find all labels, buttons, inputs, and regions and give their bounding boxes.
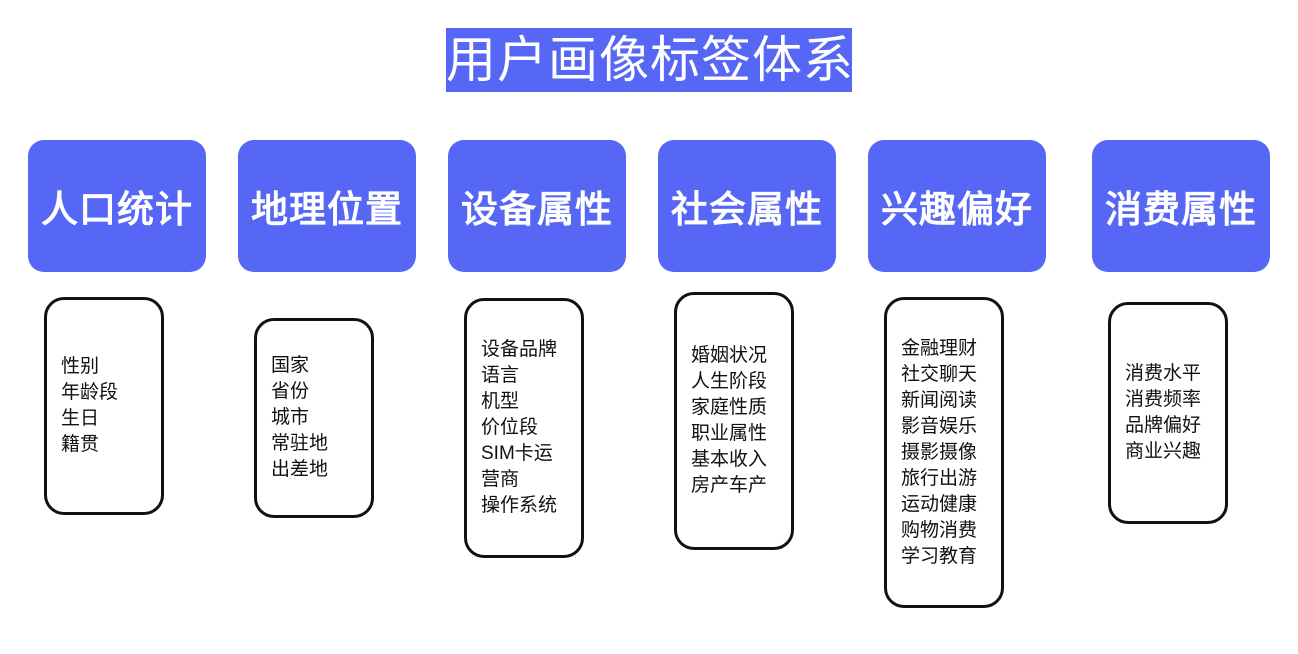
tag-card-5: 金融理财社交聊天新闻阅读影音娱乐摄影摄像旅行出游运动健康购物消费学习教育 (884, 297, 1004, 608)
tag-item[interactable]: 籍贯 (61, 434, 100, 455)
page-title: 用户画像标签体系 (446, 28, 853, 92)
tag-card-4: 婚姻状况人生阶段家庭性质职业属性基本收入房产车产 (674, 292, 794, 550)
tag-card-6: 消费水平消费频率品牌偏好商业兴趣 (1108, 302, 1228, 524)
category-column: 人口统计性别年龄段生日籍贯 (28, 140, 206, 515)
category-column: 设备属性设备品牌语言机型价位段 SIM卡运营商操作系统 (448, 140, 626, 558)
tag-item[interactable]: 操作系统 (481, 495, 558, 516)
category-column: 地理位置国家省份城市常驻地出差地 (238, 140, 416, 518)
category-column: 社会属性婚姻状况人生阶段家庭性质职业属性基本收入房产车产 (658, 140, 836, 550)
tag-item[interactable]: 省份 (271, 381, 310, 402)
category-header-3[interactable]: 设备属性 (448, 140, 626, 272)
tag-item[interactable]: 城市 (271, 407, 310, 428)
tag-item[interactable]: 金融理财 (901, 337, 978, 359)
tag-item[interactable]: 性别 (61, 356, 100, 377)
tag-item[interactable]: 影音娱乐 (901, 415, 978, 437)
tag-item[interactable]: 消费水平 (1125, 363, 1202, 384)
tag-item[interactable]: 运动健康 (901, 493, 978, 515)
tag-item[interactable]: 生日 (61, 408, 100, 429)
tag-item[interactable]: 职业属性 (691, 423, 768, 444)
tag-item[interactable]: 家庭性质 (691, 397, 768, 418)
tag-item[interactable]: 新闻阅读 (901, 389, 978, 411)
tag-item[interactable]: 学习教育 (901, 545, 978, 567)
category-header-2[interactable]: 地理位置 (238, 140, 416, 272)
tag-item[interactable]: 机型 (481, 391, 520, 412)
tag-card-1: 性别年龄段生日籍贯 (44, 297, 164, 515)
category-header-6[interactable]: 消费属性 (1092, 140, 1270, 272)
tag-item[interactable]: 营商 (481, 469, 520, 490)
tag-item[interactable]: 语言 (481, 365, 520, 386)
tag-item[interactable]: 年龄段 (61, 382, 119, 403)
category-column: 消费属性消费水平消费频率品牌偏好商业兴趣 (1092, 140, 1270, 524)
tag-item[interactable]: 价位段 (481, 417, 539, 438)
tag-item[interactable]: 品牌偏好 (1125, 415, 1202, 436)
tag-item[interactable]: 社交聊天 (901, 363, 978, 385)
tag-item[interactable]: 消费频率 (1125, 389, 1202, 410)
tag-item[interactable]: 旅行出游 (901, 467, 978, 489)
tag-item[interactable]: SIM卡运 (481, 443, 553, 464)
category-header-4[interactable]: 社会属性 (658, 140, 836, 272)
tag-item[interactable]: 人生阶段 (691, 371, 768, 392)
tag-item[interactable]: 基本收入 (691, 449, 768, 470)
tag-card-3: 设备品牌语言机型价位段 SIM卡运营商操作系统 (464, 298, 584, 558)
tag-item[interactable]: 购物消费 (901, 519, 978, 541)
tag-item[interactable]: 摄影摄像 (901, 441, 978, 463)
category-header-5[interactable]: 兴趣偏好 (868, 140, 1046, 272)
category-header-1[interactable]: 人口统计 (28, 140, 206, 272)
tag-card-2: 国家省份城市常驻地出差地 (254, 318, 374, 518)
tag-item[interactable]: 出差地 (271, 459, 329, 480)
category-column: 兴趣偏好金融理财社交聊天新闻阅读影音娱乐摄影摄像旅行出游运动健康购物消费学习教育 (868, 140, 1046, 608)
tag-item[interactable]: 商业兴趣 (1125, 441, 1202, 462)
tag-item[interactable]: 国家 (271, 355, 310, 376)
tag-item[interactable]: 常驻地 (271, 433, 329, 454)
tag-item[interactable]: 设备品牌 (481, 339, 558, 360)
tag-item[interactable]: 房产车产 (691, 475, 768, 496)
tag-item[interactable]: 婚姻状况 (691, 345, 768, 366)
